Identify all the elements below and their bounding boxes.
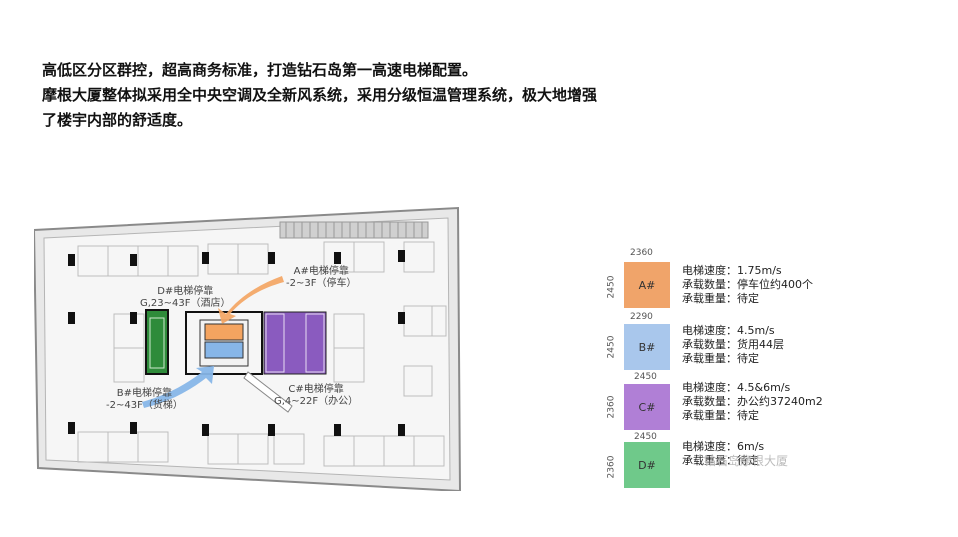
swatch-a: A# bbox=[624, 262, 670, 308]
spec-d: 电梯速度：6m/s 承载重量：待定 bbox=[682, 440, 765, 467]
intro-line-1: 高低区分区群控，超高商务标准，打造钻石岛第一高速电梯配置。 bbox=[42, 61, 478, 79]
height-b: 2450 bbox=[606, 335, 617, 359]
watermark: 钻石岛摩根大厦 bbox=[704, 454, 789, 468]
swatch-d: D# bbox=[624, 442, 670, 488]
spec-c: 电梯速度：4.5&6m/s 承载数量：办公约37240m2 承载重量：待定 bbox=[682, 381, 823, 422]
width-c: 2450 bbox=[634, 372, 657, 382]
intro-line-2: 摩根大厦整体拟采用全中央空调及全新风系统，采用分级恒温管理系统，极大地增强了楼宇… bbox=[42, 86, 598, 129]
floor-plan-drawing bbox=[32, 206, 462, 493]
floor-plan: D#电梯停靠 G,23~43F（酒店） A#电梯停靠 -2~3F（停车） B#电… bbox=[32, 206, 462, 493]
swatch-b: B# bbox=[624, 324, 670, 370]
label-d-elevator: D#电梯停靠 G,23~43F（酒店） bbox=[140, 286, 231, 309]
height-c: 2360 bbox=[606, 395, 617, 419]
label-b-elevator: B#电梯停靠 -2~43F（货梯） bbox=[106, 388, 183, 411]
height-a: 2450 bbox=[606, 275, 617, 299]
width-b: 2290 bbox=[630, 312, 653, 322]
label-c-elevator: C#电梯停靠 G,4~22F（办公） bbox=[274, 384, 359, 407]
height-d: 2360 bbox=[606, 455, 617, 479]
intro-text: 高低区分区群控，超高商务标准，打造钻石岛第一高速电梯配置。 摩根大厦整体拟采用全… bbox=[42, 58, 602, 133]
swatch-c: C# bbox=[624, 384, 670, 430]
elevator-legend: 2360 2450 A# 电梯速度：1.75m/s 承载数量：停车位约400个 … bbox=[604, 244, 904, 494]
spec-a: 电梯速度：1.75m/s 承载数量：停车位约400个 承载重量：待定 bbox=[682, 264, 813, 305]
spec-b: 电梯速度：4.5m/s 承载数量：货用44层 承载重量：待定 bbox=[682, 324, 784, 365]
label-a-elevator: A#电梯停靠 -2~3F（停车） bbox=[286, 266, 357, 289]
width-a: 2360 bbox=[630, 248, 653, 258]
width-d: 2450 bbox=[634, 432, 657, 442]
